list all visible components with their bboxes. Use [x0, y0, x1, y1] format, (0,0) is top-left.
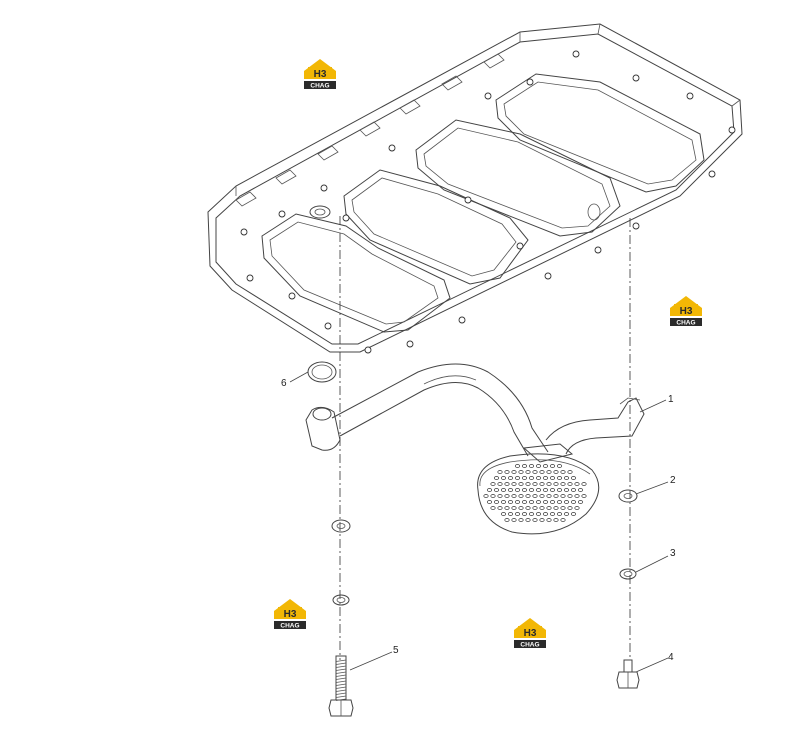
callout-1: 1	[668, 394, 674, 405]
callout-3: 3	[670, 548, 676, 559]
lock-washer-part-3	[619, 568, 637, 580]
washer-part-2	[618, 489, 638, 503]
strainer-screen	[477, 453, 600, 535]
oil-pickup-tube-part-1	[305, 363, 645, 535]
gasket-window-1	[261, 213, 451, 333]
callout-4: 4	[668, 652, 674, 663]
svg-text:CHAG: CHAG	[520, 642, 539, 649]
gasket-window-2	[343, 169, 529, 285]
gasket-bolt-holes	[240, 50, 736, 354]
svg-text:H3: H3	[524, 628, 537, 639]
svg-text:H3: H3	[284, 609, 297, 620]
svg-text:H3: H3	[680, 306, 693, 317]
gasket-window-4	[495, 73, 705, 193]
callout-2: 2	[670, 475, 676, 486]
callout-6: 6	[281, 378, 287, 389]
svg-text:CHAG: CHAG	[310, 83, 329, 90]
lock-washer-left	[332, 594, 350, 606]
svg-text:CHAG: CHAG	[280, 623, 299, 630]
o-ring-part-6	[307, 361, 337, 383]
svg-text:CHAG: CHAG	[676, 320, 695, 327]
short-bolt-part-4	[616, 659, 640, 689]
svg-text:H3: H3	[314, 69, 327, 80]
long-bolt-part-5	[328, 655, 354, 717]
leader-lines	[289, 371, 669, 673]
gasket-tabs	[235, 53, 505, 207]
callout-5: 5	[393, 645, 399, 656]
washer-left	[331, 519, 351, 533]
strainer-mesh	[483, 464, 587, 522]
gasket-plate	[207, 23, 743, 354]
